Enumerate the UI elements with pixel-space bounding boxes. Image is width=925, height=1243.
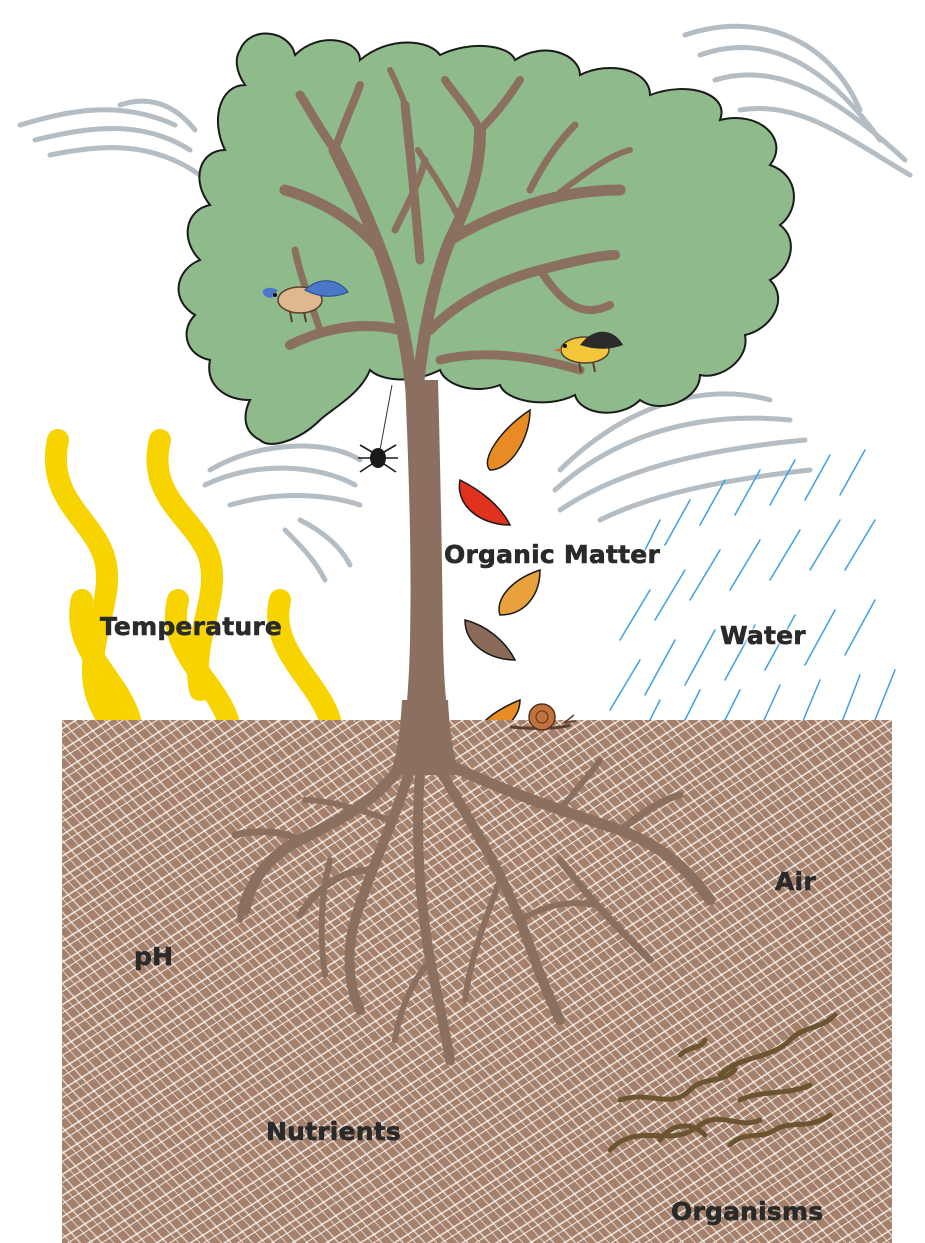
spider-icon [358,385,398,472]
leaf-red-icon [459,480,510,525]
leaf-brown-icon [465,620,515,660]
falling-leaves [459,410,540,740]
wind-swirl-middle-left [205,446,360,580]
label-ph: pH [134,942,173,971]
leaf-orange-icon [487,410,530,470]
label-nutrients: Nutrients [266,1117,401,1146]
wind-swirl-top-left [20,101,200,175]
label-water: Water [720,621,806,650]
label-air: Air [775,867,816,896]
rain-streaks [610,450,895,740]
tree-canopy [179,34,794,444]
soil-block [62,720,892,1243]
label-organic-matter: Organic Matter [444,540,660,569]
leaf-tan-icon [499,570,540,615]
label-temperature: Temperature [100,612,282,641]
label-organisms: Organisms [671,1197,823,1226]
